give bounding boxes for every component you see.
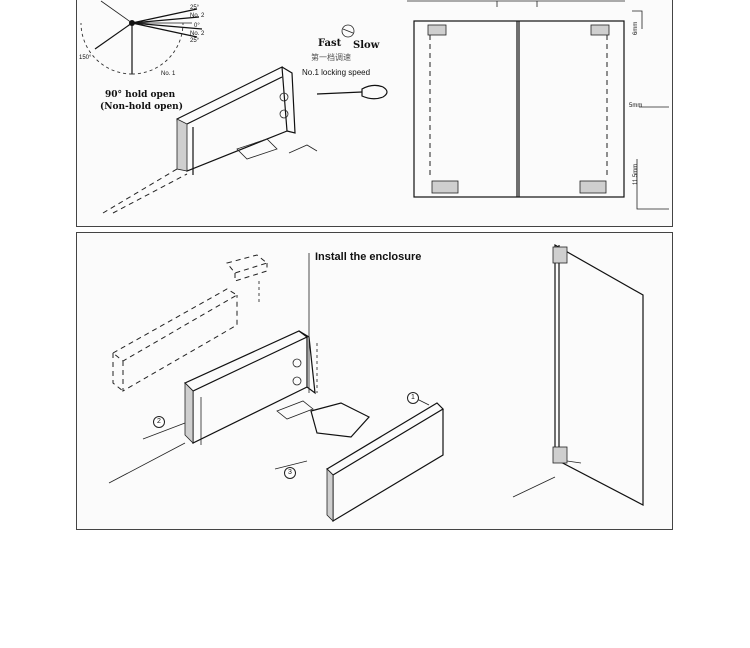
angle-no2-bottom: No. 2 [190,31,205,37]
hold-open-label: 90° hold open [105,90,176,100]
screwdriver-icon [316,24,388,100]
door-frame [407,0,669,210]
angle-150: 150° [79,55,92,61]
callout-3: 3 [284,467,296,479]
bottom-diagram-panel: Install the enclosure 1 2 3 [76,232,673,530]
glass-door [512,243,644,506]
cap-piece [226,254,269,303]
callout-2: 2 [153,416,165,428]
dimension-5mm: 5mm [629,103,643,109]
angle-no1: No. 1 [161,71,176,77]
bottom-diagram-drawing [108,243,644,523]
angle-no2-top: No. 2 [190,13,205,19]
non-hold-open-label: (Non-hold open) [100,102,183,112]
angle-fan [80,0,203,75]
hinge-body-bottom [108,253,370,484]
angle-zero: 0° [194,23,200,29]
chinese-speed-label: 第一档调速 [311,53,351,62]
top-diagram-drawing [80,0,669,214]
install-enclosure-title: Install the enclosure [315,251,422,263]
locking-speed-label: No.1 locking speed [302,68,371,77]
front-cover [274,398,444,523]
dimension-11mm: 11.5mm [633,163,639,185]
hinge-body-top [102,66,318,214]
top-diagram-panel: 25° No. 2 0° No. 2 25° 150° No. 1 90° ho… [76,0,673,227]
callout-1: 1 [407,392,419,404]
slow-label: Slow [353,40,380,51]
angle-25-top: 25° [190,5,200,11]
angle-25-bottom: 25° [190,38,200,44]
enclosure-outline [112,288,238,392]
dimension-6mm: 6mm [633,21,639,35]
fast-label: Fast [318,38,342,49]
